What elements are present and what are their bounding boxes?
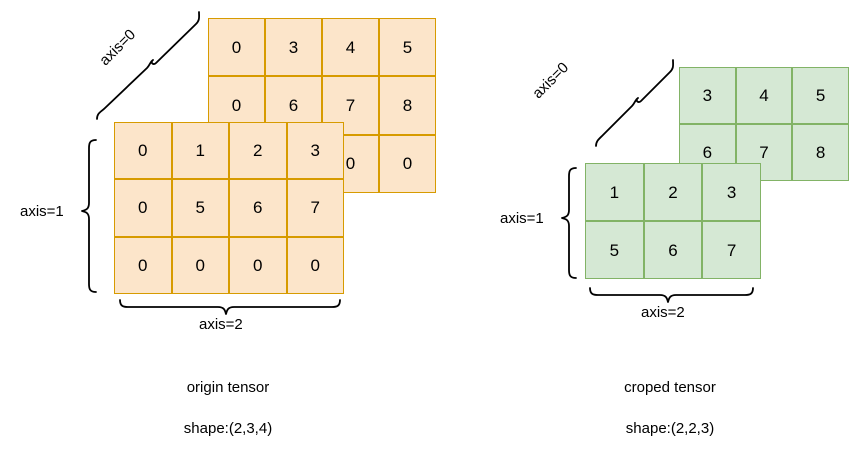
- croped-back-cell: 8: [792, 124, 849, 181]
- origin-axis2-label: axis=2: [199, 316, 243, 333]
- origin-front-cell: 7: [286, 179, 344, 237]
- origin-axis0-label: axis=0: [96, 26, 140, 70]
- origin-front-cell: 6: [229, 179, 287, 237]
- origin-caption-line2: shape:(2,3,4): [183, 419, 273, 437]
- origin-front-cell: 0: [229, 236, 287, 294]
- croped-front-slice-grid: 1 2 3 5 6 7: [585, 163, 761, 279]
- origin-axis2-brace: [119, 299, 341, 315]
- origin-axis0-brace: [96, 11, 201, 120]
- diagram-canvas: 0 3 4 5 0 6 7 8 0 0 0 1 2 3 0 5 6 7 0 0 …: [20, 11, 849, 437]
- origin-front-slice-grid: 0 1 2 3 0 5 6 7 0 0 0 0: [114, 122, 344, 294]
- origin-front-cell: 1: [171, 122, 229, 180]
- origin-front-cell: 0: [114, 236, 172, 294]
- origin-caption-line1: origin tensor: [186, 379, 270, 397]
- origin-front-cell: 0: [171, 236, 229, 294]
- croped-axis1-label: axis=1: [500, 210, 544, 227]
- croped-axis0-brace: [595, 59, 675, 147]
- origin-back-cell: 3: [265, 18, 322, 77]
- croped-axis0-label: axis=0: [529, 59, 573, 103]
- origin-front-cell: 5: [171, 179, 229, 237]
- origin-front-cell: 2: [229, 122, 287, 180]
- croped-back-cell: 3: [679, 67, 736, 124]
- origin-back-cell: 0: [208, 18, 265, 77]
- croped-front-cell: 5: [585, 221, 644, 279]
- origin-back-cell: 8: [379, 76, 436, 135]
- croped-axis1-brace: [561, 167, 577, 279]
- origin-front-cell: 3: [286, 122, 344, 180]
- croped-front-cell: 6: [643, 221, 703, 279]
- origin-front-cell: 0: [286, 236, 344, 294]
- croped-axis2-brace: [589, 287, 754, 303]
- origin-front-cell: 0: [114, 122, 172, 180]
- origin-axis1-brace: [81, 139, 97, 293]
- origin-back-cell: 0: [379, 134, 436, 193]
- croped-front-cell: 3: [702, 163, 761, 221]
- origin-front-cell: 0: [114, 179, 172, 237]
- origin-back-cell: 4: [322, 18, 379, 77]
- croped-front-cell: 1: [585, 163, 644, 221]
- croped-caption-line1: croped tensor: [624, 379, 716, 397]
- croped-front-cell: 7: [702, 221, 761, 279]
- origin-back-cell: 5: [379, 18, 436, 77]
- croped-back-cell: 5: [792, 67, 849, 124]
- croped-back-cell: 4: [735, 67, 793, 124]
- origin-caption: origin tensor shape:(2,3,4): [128, 358, 328, 459]
- croped-front-cell: 2: [643, 163, 703, 221]
- croped-caption-line2: shape:(2,2,3): [625, 419, 715, 437]
- croped-axis2-label: axis=2: [641, 304, 685, 321]
- croped-caption: croped tensor shape:(2,2,3): [570, 358, 770, 459]
- origin-axis1-label: axis=1: [20, 203, 64, 220]
